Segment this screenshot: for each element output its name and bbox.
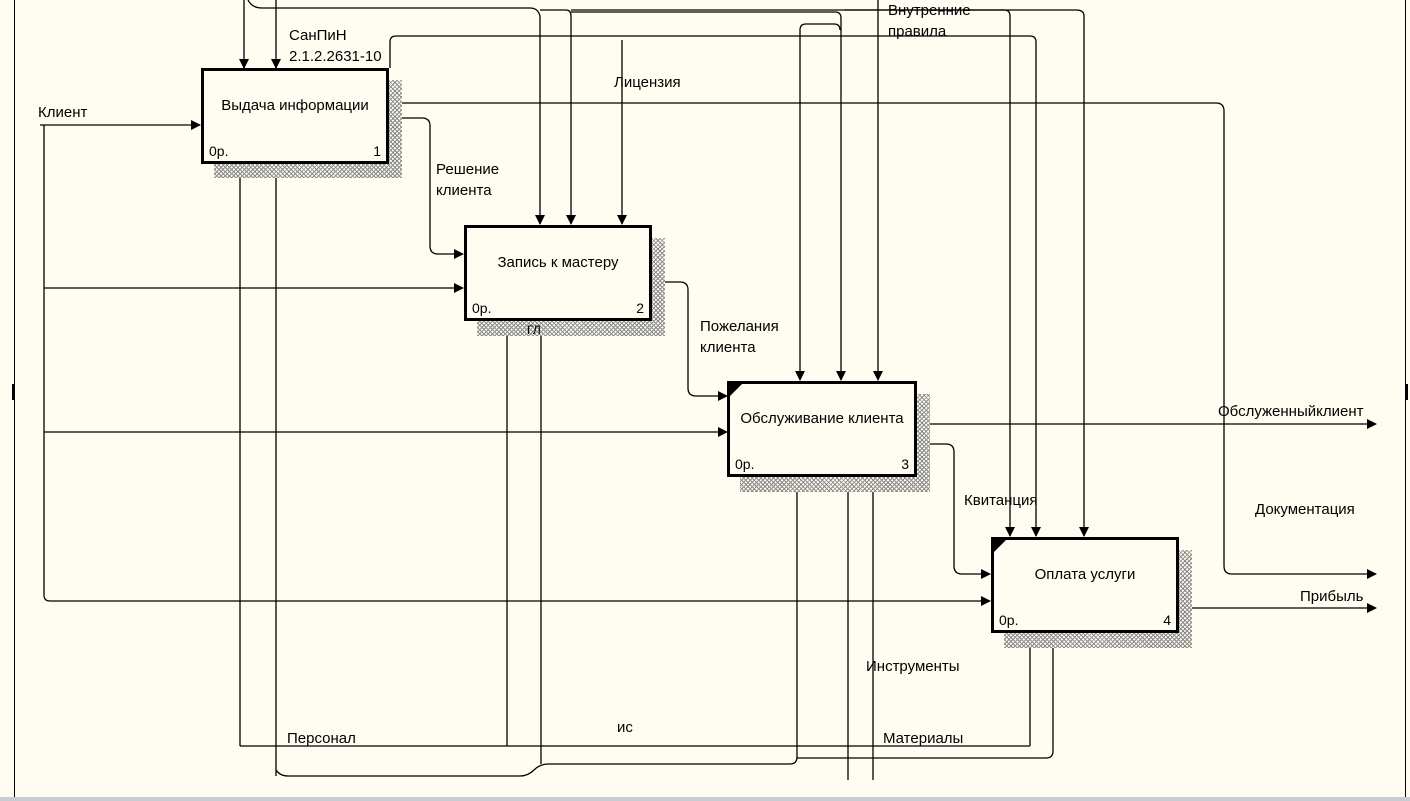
arrow-top-bus-4 [571,9,1089,537]
label-tools[interactable]: Инструменты [866,658,960,675]
box-cost: 0р. [999,612,1019,628]
box-number: 4 [1163,612,1171,628]
arrow-top-bus-2 [540,9,576,225]
label-receipt[interactable]: Квитанция [964,492,1038,509]
box-title: Запись к мастеру [497,254,619,271]
box-cost: 0р. [735,456,755,472]
label-license[interactable]: Лицензия [614,74,681,91]
box-number: 3 [901,456,909,472]
activity-box-3[interactable]: Обслуживание клиента 0р. 3 [727,381,917,477]
box-title: Обслуживание клиента [740,410,904,427]
arrow-control-3a [795,23,841,381]
box-cost: 0р. [209,143,229,159]
box-corner-marker [730,384,742,396]
label-personnel[interactable]: Персонал [287,730,356,747]
box-number: 1 [373,143,381,159]
label-client-decision[interactable]: Решение клиента [436,161,500,199]
arrow-wishes [650,281,728,401]
box-cost: 0р. [472,300,492,316]
label-internal-rules[interactable]: Внутренние правила [888,2,971,40]
label-served-client[interactable]: Обслуженныйклиент [1218,403,1364,420]
label-materials[interactable]: Материалы [883,730,964,747]
arrow-client-trunk [43,125,51,602]
box-title: Оплата услуги [1034,566,1136,583]
arrow-bottom-bus-h [275,477,802,777]
activity-box-2[interactable]: Запись к мастеру 0р. 2 [464,225,652,321]
arrow-sanpin-to-1 [389,35,1041,537]
box-title: Выдача информации [221,97,369,114]
label-is[interactable]: ис [617,719,633,736]
box-corner-marker [994,540,1006,552]
label-sanpin[interactable]: СанПиН 2.1.2.2631-10 [289,27,382,65]
activity-box-4[interactable]: Оплата услуги 0р. 4 [991,537,1179,633]
box-number: 2 [636,300,644,316]
arrow-top-bus-3 [571,11,846,381]
label-client[interactable]: Клиент [38,104,88,121]
label-tunnel-mark: ГЛ [527,323,541,337]
arrow-rules-to-4 [845,9,1015,537]
arrow-top-bus-1 [247,0,545,225]
label-documentation[interactable]: Документация [1255,501,1355,518]
arrow-receipt [914,443,991,579]
activity-box-1[interactable]: Выдача информации 0р. 1 [201,68,389,164]
arrow-decision [388,117,464,259]
label-profit[interactable]: Прибыль [1300,588,1364,605]
arrow-documentation [388,102,1377,579]
arrow-materials-bottom [797,633,1058,759]
label-client-wishes[interactable]: Пожелания клиента [700,318,779,356]
window-bottom-bar [0,797,1410,801]
